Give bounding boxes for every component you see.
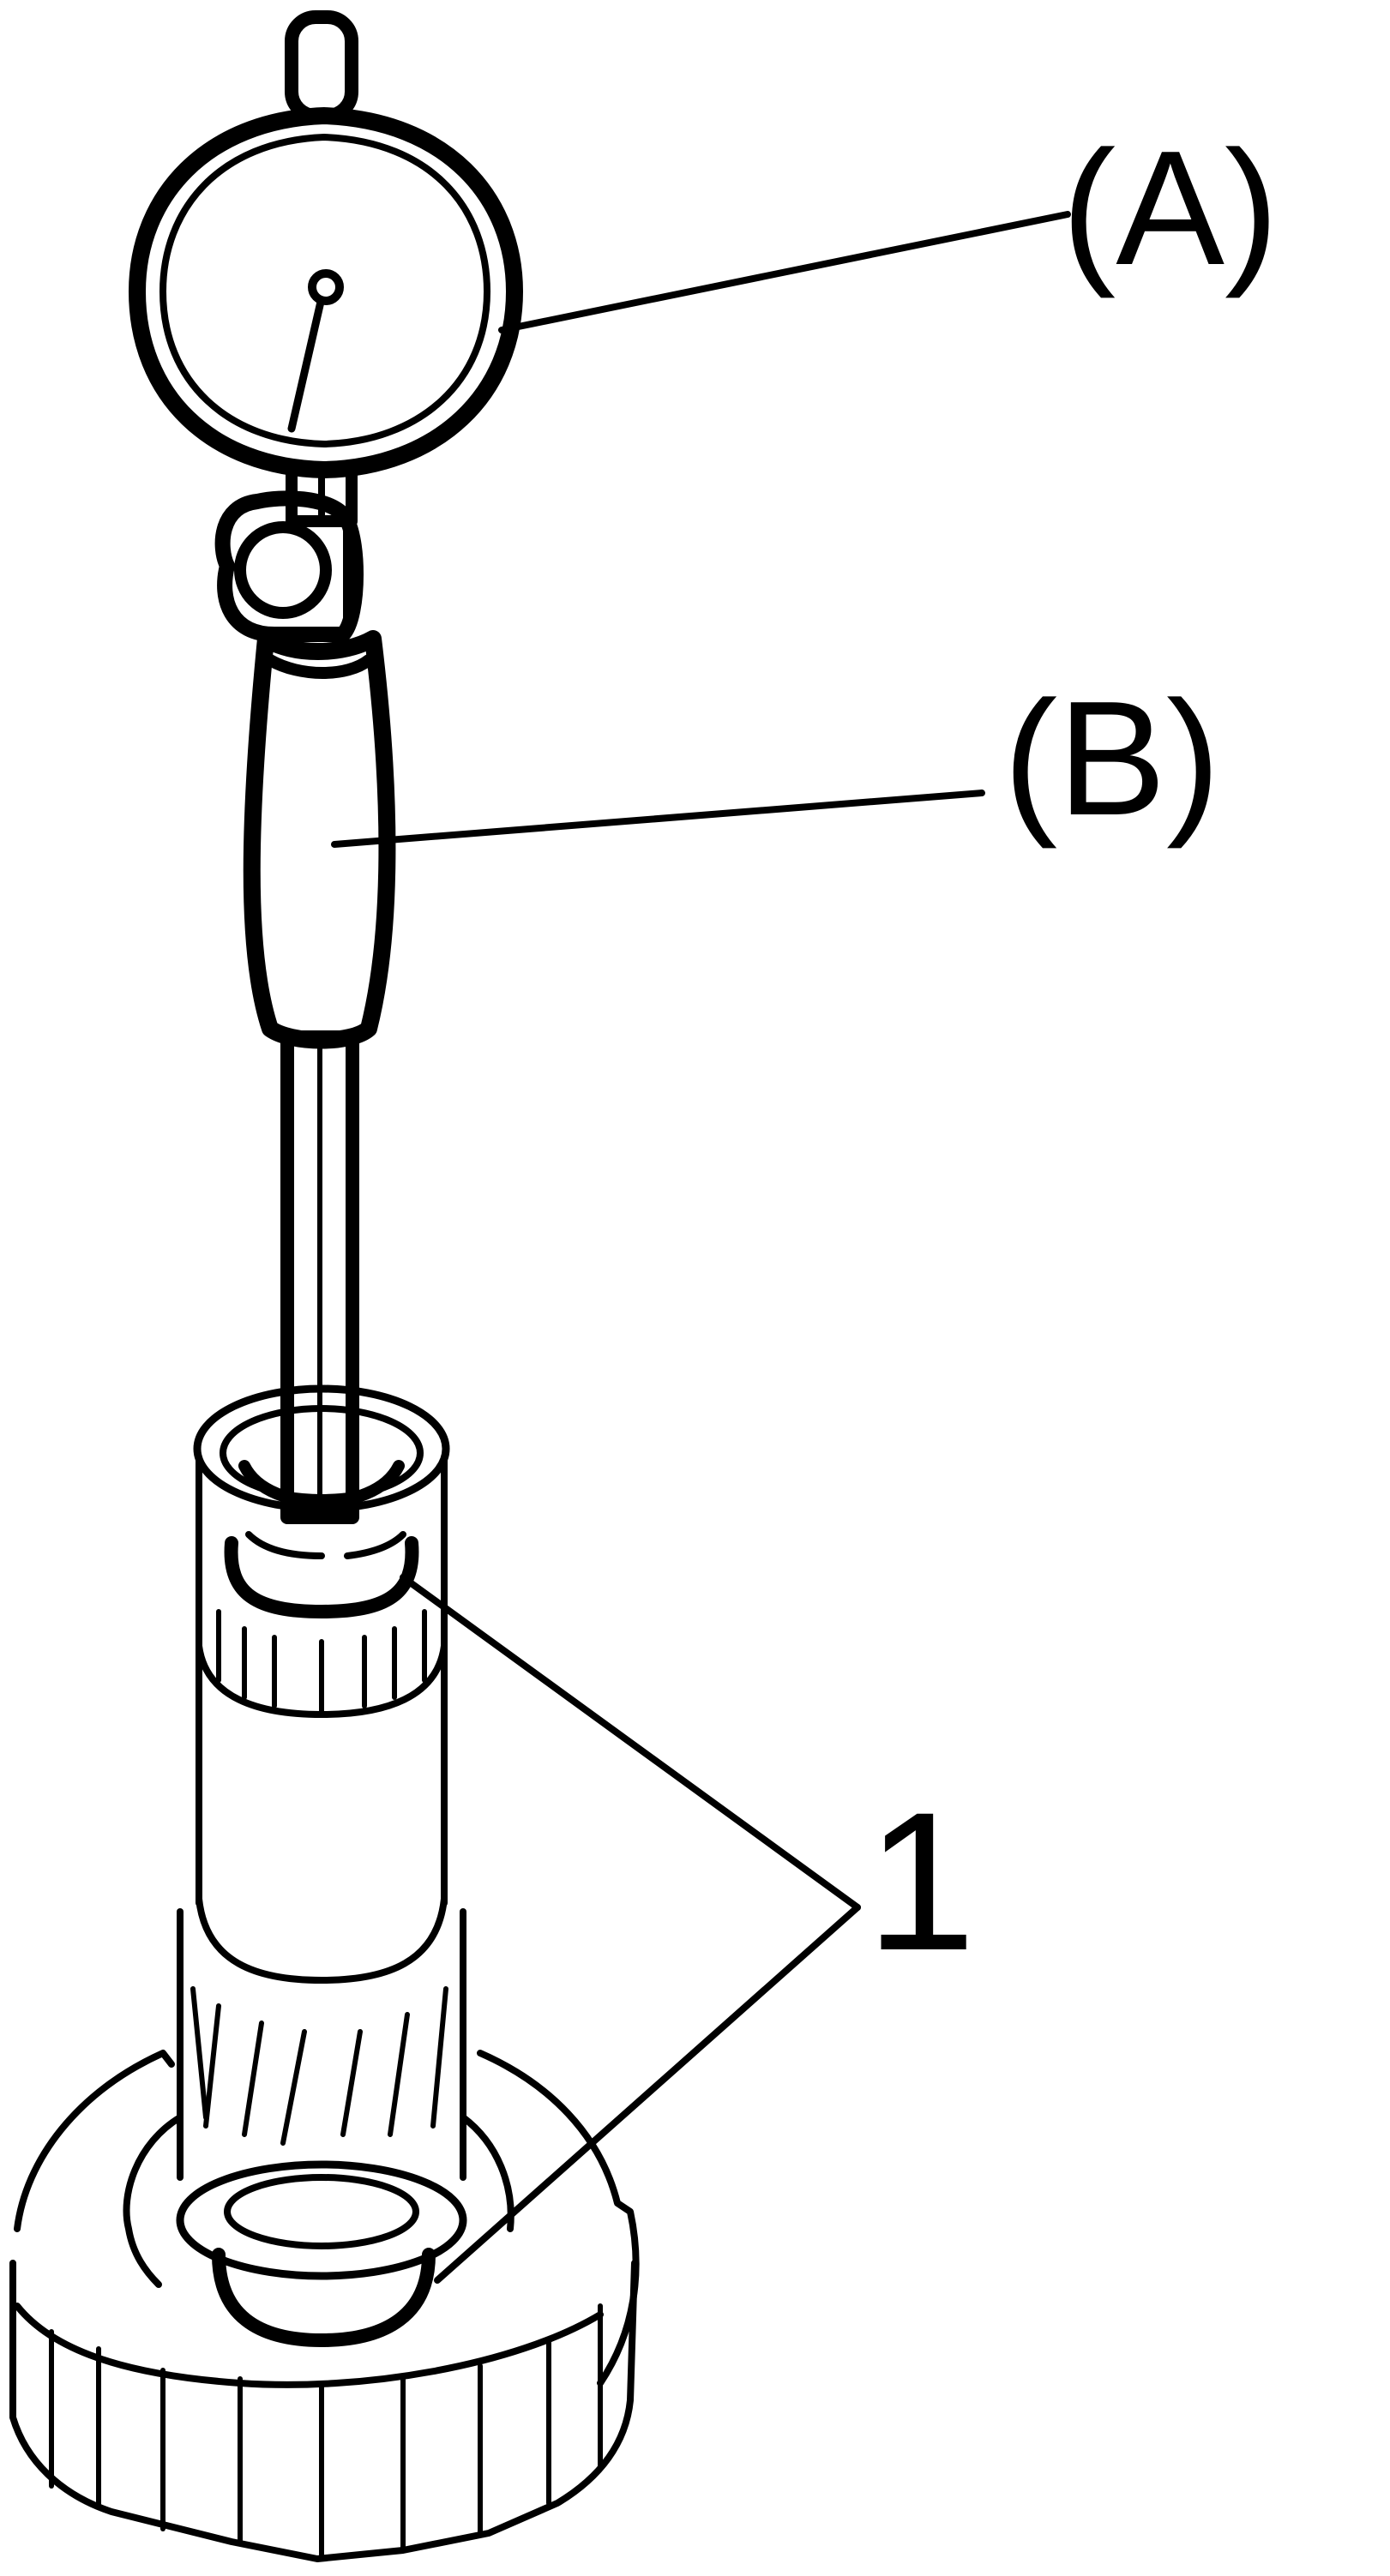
bushing-top-rim-outer	[197, 1389, 446, 1509]
holder-grip	[252, 639, 388, 1041]
gear-flange-inner-left	[127, 2117, 181, 2285]
callout-label-1: 1	[866, 1771, 976, 1991]
gear-outer-rim	[13, 2263, 635, 2559]
callout-label-b: (B)	[1003, 668, 1221, 850]
gear-bore-outer	[180, 2165, 463, 2276]
gauge-inner-bezel	[163, 137, 487, 444]
callout-label-a: (A)	[1062, 117, 1279, 299]
gear-top-face-edge	[17, 2306, 600, 2385]
clamp-screw-head	[240, 527, 326, 613]
leader-line-a	[502, 214, 1068, 330]
gear-flange-inner-right	[463, 2117, 511, 2229]
gear-bore-lower	[219, 2255, 429, 2340]
bushing-groove-lip	[249, 1534, 403, 1556]
gear-flange-outer	[17, 2053, 636, 2383]
bushing-lower-band	[199, 1899, 444, 1980]
clamp-knob	[223, 498, 356, 634]
bushing-knurl-lines	[219, 1612, 424, 1714]
leader-lines	[334, 214, 1068, 2280]
dial-gauge	[137, 17, 514, 521]
leader-line-1-lower	[437, 1907, 857, 2280]
bushing-top-bore	[244, 1466, 399, 1502]
gauge-needle-pivot	[312, 273, 340, 301]
gear-body	[13, 1912, 636, 2559]
gear-teeth	[51, 2306, 600, 2559]
gear-hub-splines	[193, 1989, 446, 2143]
leader-line-b	[334, 793, 982, 844]
leader-line-1-upper	[403, 1577, 857, 1907]
gauge-holder	[252, 639, 388, 1517]
gauge-top-stem	[292, 17, 352, 116]
gear-bore-inner	[227, 2177, 416, 2246]
gauge-needle	[292, 302, 321, 429]
gauge-outer-bezel	[137, 116, 514, 470]
holder-grip-collar	[270, 660, 369, 673]
